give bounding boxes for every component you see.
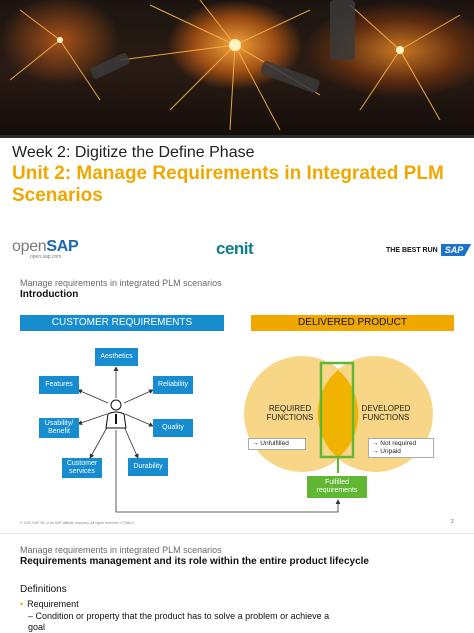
slide1-footer: © 2022 SAP SE or an SAP affiliate compan… — [20, 521, 135, 525]
bullet-dot-icon: • — [20, 599, 24, 609]
requirement-usability: Usability/ Benefit — [39, 418, 79, 438]
slide2-title: Requirements management and its role wit… — [20, 556, 369, 567]
not-required-text: → Not required — [372, 440, 417, 447]
unfulfilled-box: → Unfulfilled — [248, 438, 306, 450]
sap-tagline: THE BEST RUN — [386, 246, 438, 254]
fulfilled-requirements-box: Fulfilled requirements — [307, 476, 367, 498]
bullet-requirement: •Requirement — [20, 599, 79, 609]
slide1-title: Introduction — [20, 289, 79, 300]
week-title: Week 2: Digitize the Define Phase — [12, 144, 255, 161]
hero-divider — [0, 135, 474, 138]
sap-wordmark: SAP — [440, 244, 472, 256]
slide1-page-number: 2 — [451, 519, 454, 525]
hero-welding-image — [0, 0, 474, 135]
sap-logo: THE BEST RUN SAP — [386, 244, 472, 256]
cenit-logo: cenit — [216, 239, 254, 258]
unpaid-text: → Unpaid — [372, 448, 401, 455]
required-functions-label: REQUIRED FUNCTIONS — [266, 404, 314, 422]
requirement-durability: Durability — [128, 458, 168, 476]
opensap-url: open.sap.com — [30, 254, 62, 260]
not-required-unpaid-box: → Not required → Unpaid — [368, 438, 434, 458]
customer-person-icon — [105, 399, 127, 429]
requirement-quality: Quality — [153, 419, 193, 437]
requirement-features: Features — [39, 376, 79, 394]
delivered-product-header: DELIVERED PRODUCT — [251, 315, 454, 331]
sub-bullet-definition: – Condition or property that the product… — [28, 611, 330, 632]
requirement-aesthetics: Aesthetics — [95, 348, 138, 366]
unit-title: Unit 2: Manage Requirements in Integrate… — [12, 163, 444, 206]
slide-divider — [0, 533, 474, 534]
welding-sparks-graphic — [9, 0, 461, 131]
requirement-reliability: Reliability — [153, 376, 193, 394]
customer-requirements-header: CUSTOMER REQUIREMENTS — [20, 315, 224, 331]
requirement-customer-services: Customer services — [62, 458, 102, 478]
definitions-heading: Definitions — [20, 584, 67, 595]
developed-functions-label: DEVELOPED FUNCTIONS — [361, 404, 411, 422]
slide2-subtitle: Manage requirements in integrated PLM sc… — [20, 545, 222, 555]
slide1-subtitle: Manage requirements in integrated PLM sc… — [20, 278, 222, 288]
opensap-logo: openSAP — [12, 238, 79, 255]
